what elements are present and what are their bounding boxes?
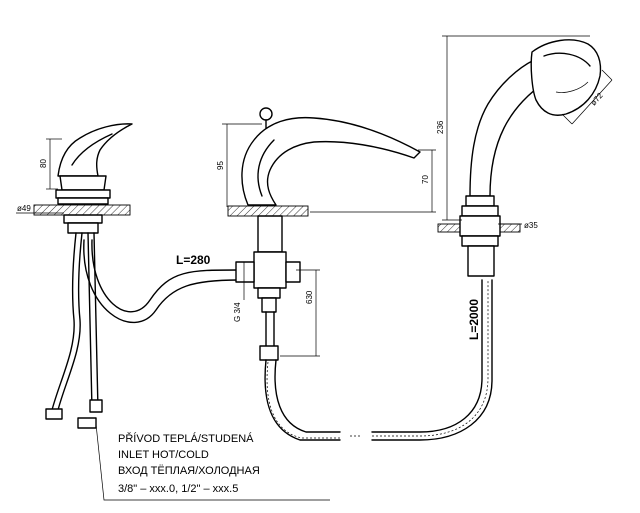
inlet-note-line-4: 3/8" – xxx.0, 1/2" – xxx.5 (118, 483, 238, 495)
shower-hose (264, 279, 493, 441)
inlet-note-line-3: ВХОД ТЁПЛАЯ/ХОЛОДНАЯ (118, 465, 260, 477)
left-lever-mixer (16, 123, 133, 234)
dim-l280: L=280 (176, 253, 211, 267)
dim-h236: 236 (436, 120, 445, 134)
dim-d35: ø35 (524, 221, 538, 230)
dim-h95: 95 (216, 161, 225, 170)
inlet-note-line-2: INLET HOT/COLD (118, 449, 209, 461)
hand-shower (437, 35, 613, 277)
dim-g34: G 3/4 (233, 302, 242, 322)
connecting-hose (83, 239, 239, 324)
inlet-note: PŘÍVOD TEPLÁ/STUDENÁ INLET HOT/COLD ВХОД… (118, 432, 260, 495)
left-inlet-hoses (45, 232, 330, 501)
dim-h630: 630 (305, 290, 314, 304)
dimension-labels: ø49 80 95 70 236 ø72 ø35 L=280 G 3/4 630… (17, 91, 605, 340)
inlet-note-line-1: PŘÍVOD TEPLÁ/STUDENÁ (118, 432, 254, 445)
dim-l2000: L=2000 (467, 299, 481, 340)
dim-h80: 80 (39, 159, 48, 168)
center-spout (222, 107, 436, 361)
dim-d49: ø49 (17, 204, 31, 213)
dim-h70: 70 (421, 175, 430, 184)
